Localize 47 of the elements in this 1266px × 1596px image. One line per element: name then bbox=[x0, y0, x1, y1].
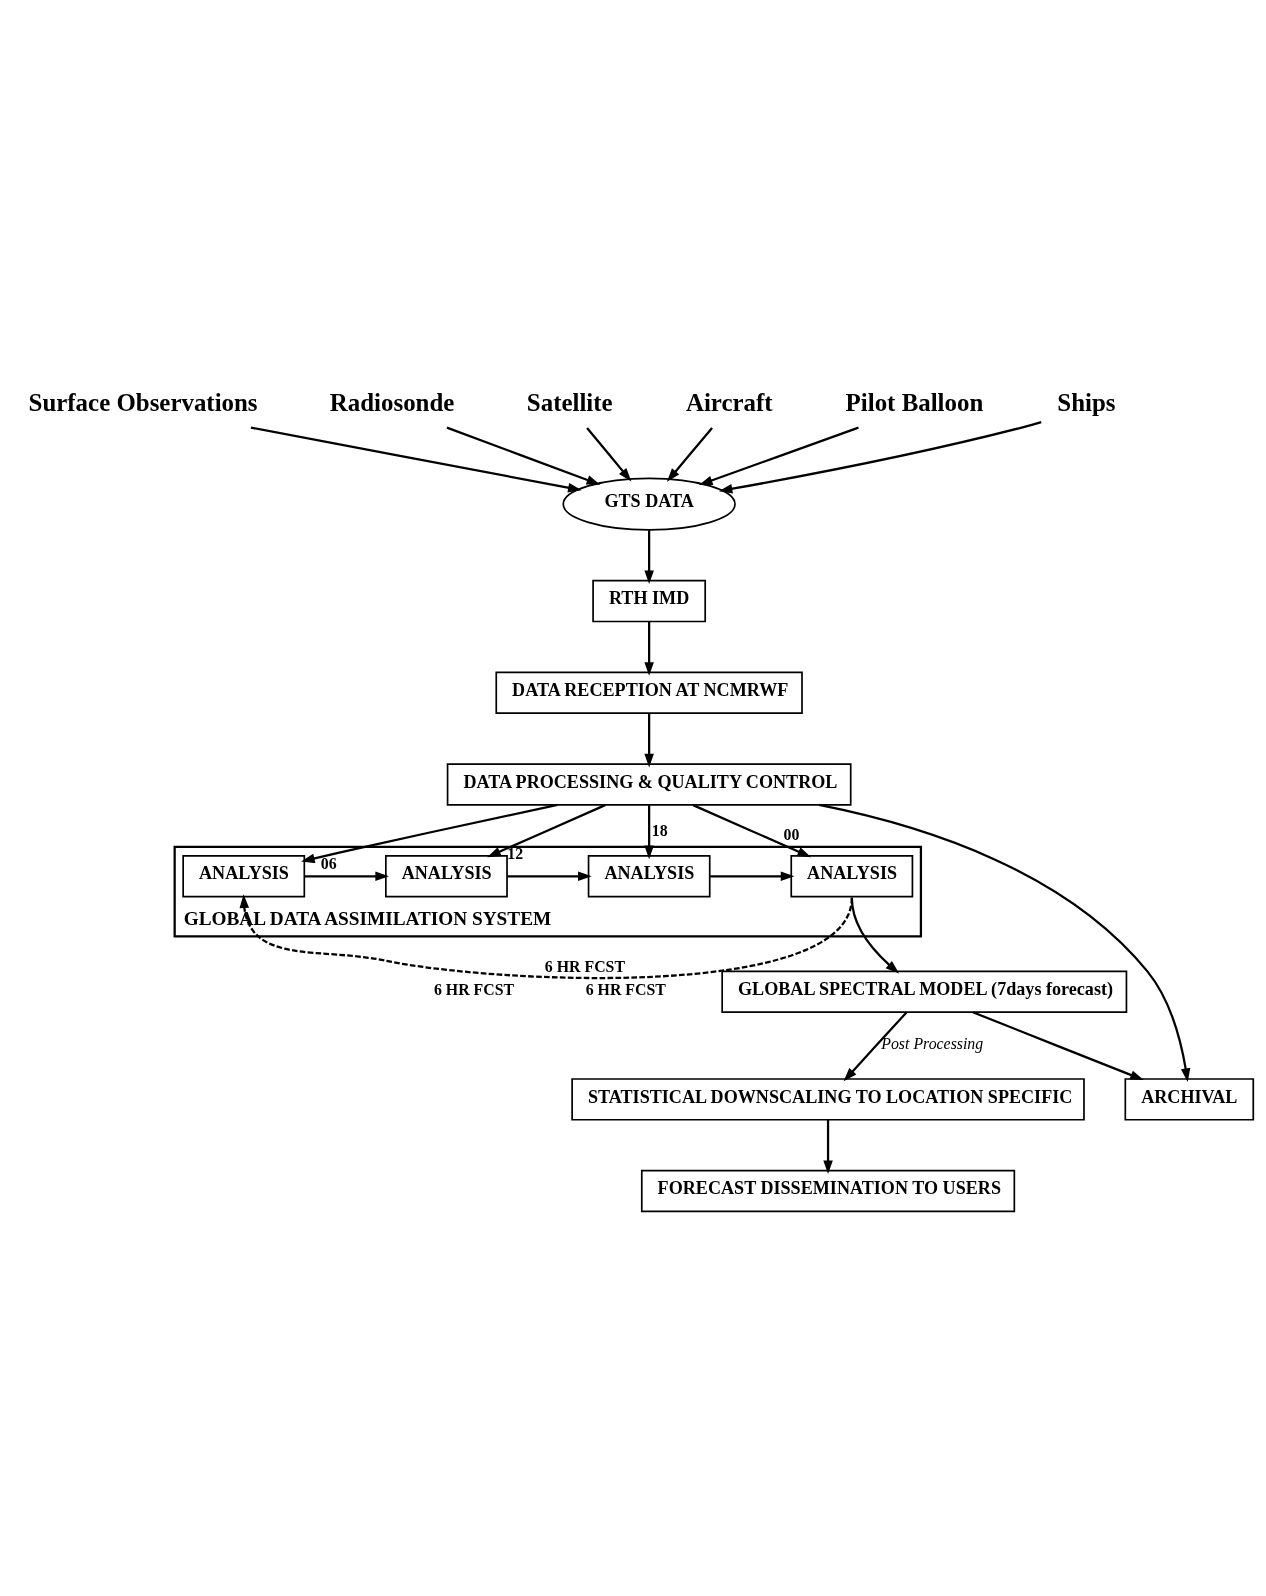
node-box: RTH IMD bbox=[592, 579, 707, 623]
arrow bbox=[850, 897, 900, 974]
node-box: STATISTICAL DOWNSCALING TO LOCATION SPECIFIC bbox=[571, 1078, 1085, 1121]
arrow bbox=[239, 894, 853, 980]
arrow bbox=[644, 530, 654, 585]
node-box: DATA RECEPTION AT NCMRWF bbox=[495, 671, 803, 715]
node-box: ANALYSIS bbox=[385, 855, 508, 898]
arrow bbox=[718, 420, 1042, 494]
node-box: GLOBAL SPECTRAL MODEL (7days forecast) bbox=[721, 970, 1128, 1013]
arrow bbox=[710, 871, 795, 882]
edge-label: 06 bbox=[320, 854, 337, 872]
node-text: Surface Observations bbox=[28, 389, 258, 417]
arrow bbox=[692, 804, 812, 858]
edge-label: 18 bbox=[651, 822, 668, 840]
arrow bbox=[507, 871, 592, 882]
arrow bbox=[823, 1119, 833, 1174]
label: 6 HR FCST bbox=[585, 980, 666, 998]
node-box: ANALYSIS bbox=[587, 855, 711, 898]
node-text: Ships bbox=[1057, 389, 1116, 417]
arrow bbox=[446, 426, 601, 485]
arrow bbox=[644, 805, 654, 860]
arrow bbox=[644, 713, 654, 768]
arrow bbox=[487, 804, 606, 858]
node-text: Satellite bbox=[526, 389, 613, 417]
arrow bbox=[250, 426, 582, 493]
arrow bbox=[301, 803, 558, 864]
arrow bbox=[666, 427, 713, 482]
edge-label: 00 bbox=[783, 826, 800, 844]
label: 6 HR FCST bbox=[433, 980, 515, 998]
edge-label: Post Processing bbox=[881, 1034, 984, 1052]
node-text: Pilot Balloon bbox=[845, 389, 984, 417]
node-box: ANALYSIS bbox=[182, 855, 306, 898]
node-text: Aircraft bbox=[685, 389, 773, 417]
node-box: ARCHIVAL bbox=[1124, 1078, 1255, 1121]
node-box: DATA PROCESSING & QUALITY CONTROL bbox=[446, 763, 852, 806]
edge-label: 12 bbox=[507, 845, 524, 863]
arrow bbox=[586, 427, 632, 482]
arrow bbox=[304, 871, 389, 882]
arrow bbox=[698, 426, 859, 486]
edge-label: 6 HR FCST bbox=[544, 957, 625, 975]
node-text: Radiosonde bbox=[329, 389, 455, 417]
arrow bbox=[818, 803, 1191, 1082]
arrow bbox=[644, 621, 654, 676]
node-box: ANALYSIS bbox=[790, 855, 914, 898]
arrow bbox=[843, 1011, 908, 1082]
node-box: FORECAST DISSEMINATION TO USERS bbox=[640, 1169, 1016, 1213]
arrow bbox=[972, 1011, 1144, 1081]
